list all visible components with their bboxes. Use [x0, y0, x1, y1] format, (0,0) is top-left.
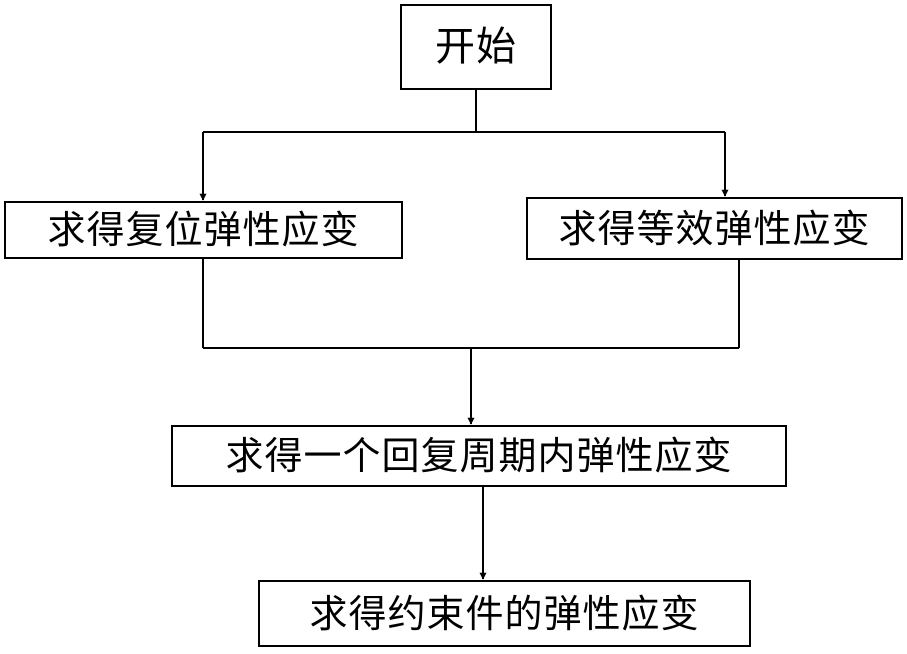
- node-equivalent-strain-label: 求得等效弹性应变: [558, 210, 870, 248]
- node-reset-strain-label: 求得复位弹性应变: [47, 211, 359, 249]
- node-start: 开始: [400, 4, 552, 90]
- node-cycle-strain: 求得一个回复周期内弹性应变: [171, 425, 787, 487]
- node-reset-strain: 求得复位弹性应变: [4, 201, 403, 259]
- node-constraint-strain-label: 求得约束件的弹性应变: [309, 595, 699, 633]
- node-equivalent-strain: 求得等效弹性应变: [526, 197, 903, 260]
- node-cycle-strain-label: 求得一个回复周期内弹性应变: [225, 437, 732, 475]
- node-start-label: 开始: [435, 27, 517, 67]
- node-constraint-strain: 求得约束件的弹性应变: [258, 580, 751, 647]
